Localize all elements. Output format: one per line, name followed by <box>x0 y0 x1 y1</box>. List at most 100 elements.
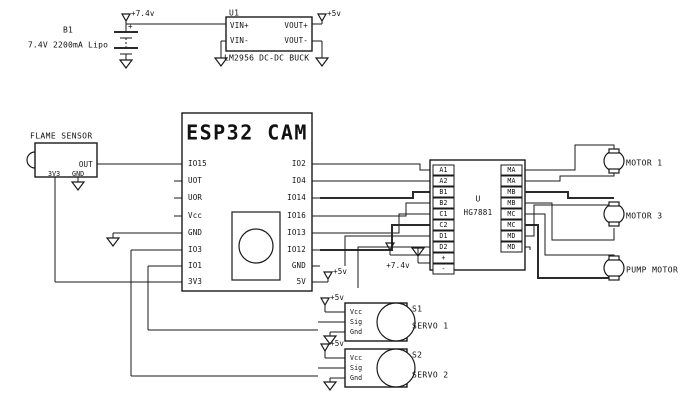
servo-1-supply-label: +5v <box>330 293 344 302</box>
regulator-vout-supply: +5v <box>312 9 341 25</box>
driver-pin-vminus: - <box>441 265 445 273</box>
regulator-pin-vout-minus: VOUT- <box>284 36 308 45</box>
servo-2-supply-label: +5v <box>330 339 344 348</box>
regulator-vout-ground <box>312 40 330 67</box>
battery-description: 7.4V 2200mA Lipo <box>28 41 108 50</box>
driver-pin-b1: B1 <box>439 188 447 196</box>
esp32-gnd-ground <box>105 232 174 247</box>
flame-sensor-pin-gnd: GND <box>72 170 84 178</box>
battery-ref: B1 <box>63 26 73 35</box>
esp32-pin-io2: IO2 <box>292 159 306 168</box>
supply-label-7v4-battery: +7.4v <box>131 9 155 18</box>
wires-driver-to-motors <box>525 144 615 279</box>
regulator-pin-vout-plus: VOUT+ <box>284 21 308 30</box>
flame-sensor-block: OUT 3V3 GND <box>26 142 98 178</box>
servo-1-ground <box>322 331 338 345</box>
pump-motor-symbol: PUMP MOTOR <box>603 255 678 281</box>
servo-1-pin-vcc: Vcc <box>350 308 362 316</box>
battery-symbol: + <box>114 22 138 69</box>
motor-1-symbol: MOTOR 1 <box>603 148 663 174</box>
motor-3-label: MOTOR 3 <box>626 212 663 221</box>
driver-pin-ma-2: MA <box>507 177 515 185</box>
driver-pin-md-2: MD <box>507 243 515 251</box>
esp32-pin-io12: IO12 <box>287 245 306 254</box>
regulator-ref: U1 <box>229 9 239 18</box>
driver-pin-vplus: + <box>441 254 445 262</box>
motor-1-label: MOTOR 1 <box>626 159 663 168</box>
esp32-pin-io3: IO3 <box>188 245 202 254</box>
flame-sensor-pin-out: OUT <box>79 160 93 169</box>
driver-pin-b2: B2 <box>439 199 447 207</box>
esp32-pin-io14: IO14 <box>287 193 306 202</box>
driver-ground <box>410 247 430 264</box>
flame-sensor-ground <box>70 177 86 191</box>
driver-pin-ma-1: MA <box>507 166 515 174</box>
driver-pin-mc-2: MC <box>507 221 515 229</box>
driver-pin-mb-2: MB <box>507 199 515 207</box>
flame-sensor-label: FLAME SENSOR <box>30 132 93 141</box>
esp32-cam-title: ESP32 CAM <box>186 121 308 145</box>
driver-pin-a2: A2 <box>439 177 447 185</box>
esp32-pin-3v3: 3V3 <box>188 277 202 286</box>
esp32-pin-gnd-right: GND <box>292 261 306 270</box>
esp32-pins-left: IO15 UOT UOR Vcc GND IO3 IO1 3V3 <box>174 159 207 286</box>
regulator-block: U1 VIN+ VIN- VOUT+ VOUT- LM2956 DC-DC BU… <box>224 9 313 63</box>
esp32-pin-vcc: Vcc <box>188 211 202 220</box>
esp32-pin-uor: UOR <box>188 193 202 202</box>
regulator-vin-ground <box>213 40 229 67</box>
regulator-pin-vin-plus: VIN+ <box>230 21 249 30</box>
battery-polarity-plus: + <box>128 22 133 31</box>
motor-3-symbol: MOTOR 3 <box>603 201 663 227</box>
servo-1-label: SERVO 1 <box>412 322 449 331</box>
regulator-part-number: LM2956 DC-DC BUCK <box>224 54 309 63</box>
esp32-pin-io16: IO16 <box>287 211 306 220</box>
servo-2-block: Vcc Sig Gnd S2 SERVO 2 <box>318 348 449 388</box>
esp32-pin-io13: IO13 <box>287 228 306 237</box>
esp32-pin-io1: IO1 <box>188 261 202 270</box>
wire-flame-3v3-to-esp-3v3 <box>54 177 182 283</box>
driver-pin-c1: C1 <box>439 210 447 218</box>
driver-pin-md-1: MD <box>507 232 515 240</box>
motor-driver-part: HG7881 <box>464 208 493 217</box>
servo-1-supply: +5v <box>319 293 344 313</box>
driver-pin-d2: D2 <box>439 243 447 251</box>
supply-symbol-7v4-battery: +7.4v <box>120 9 155 30</box>
driver-pin-d1: D1 <box>439 232 447 240</box>
esp32-cam-block: ESP32 CAM <box>181 112 313 292</box>
supply-symbol-5v-esp: +5v <box>322 267 347 282</box>
motor-driver-pins-left: A1 A2 B1 B2 C1 C2 D1 D2 + - <box>432 164 455 275</box>
servo-2-label: SERVO 2 <box>412 371 449 380</box>
servo-2-ground <box>322 377 338 391</box>
driver-pin-mb-1: MB <box>507 188 515 196</box>
esp32-pin-gnd: GND <box>188 228 202 237</box>
pump-motor-label: PUMP MOTOR <box>626 266 678 275</box>
servo-1-ref: S1 <box>412 305 422 314</box>
flame-sensor-pin-3v3: 3V3 <box>48 170 60 178</box>
servo-2-pin-gnd: Gnd <box>350 374 362 382</box>
esp32-pin-5v: 5V <box>297 277 307 286</box>
driver-pin-c2: C2 <box>439 221 447 229</box>
driver-pin-a1: A1 <box>439 166 447 174</box>
supply-7v4-driver: +7.4v <box>384 242 430 270</box>
wire-io1-to-servo2-sig <box>147 265 318 331</box>
esp32-pin-io4: IO4 <box>292 176 306 185</box>
motor-driver-pins-right: MA MA MB MB MC MC MD MD <box>500 164 523 253</box>
wires-esp-to-driver <box>320 163 430 288</box>
esp32-pin-io15: IO15 <box>188 159 207 168</box>
servo-2-ref: S2 <box>412 351 422 360</box>
wire-io3-to-servo1-sig <box>130 249 318 377</box>
servo-1-block: Vcc Sig Gnd S1 SERVO 1 <box>318 302 449 342</box>
servo-2-supply: +5v <box>319 339 344 359</box>
supply-label-5v-esp: +5v <box>333 267 347 276</box>
esp32-pin-uot: UOT <box>188 176 202 185</box>
supply-label-5v-regulator: +5v <box>327 9 341 18</box>
supply-label-7v4-driver: +7.4v <box>386 261 410 270</box>
servo-2-pin-vcc: Vcc <box>350 354 362 362</box>
servo-1-pin-sig: Sig <box>350 318 362 326</box>
regulator-pin-vin-minus: VIN- <box>230 36 249 45</box>
driver-pin-mc-1: MC <box>507 210 515 218</box>
servo-1-pin-gnd: Gnd <box>350 328 362 336</box>
esp32-pins-right: IO2 IO4 IO14 IO16 IO13 IO12 GND 5V <box>287 159 328 286</box>
motor-driver-ref: U <box>475 195 480 204</box>
